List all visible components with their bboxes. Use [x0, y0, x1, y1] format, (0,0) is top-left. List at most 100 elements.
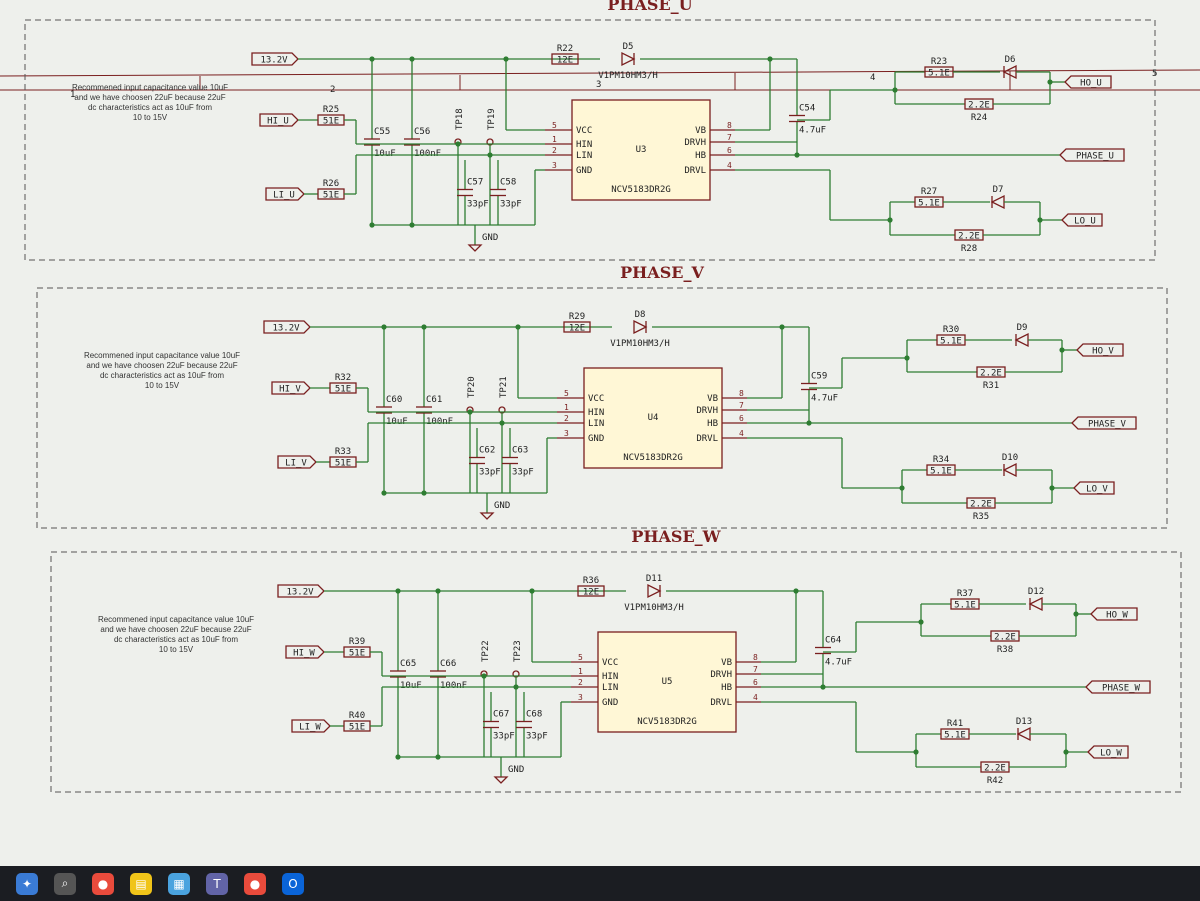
pin-name: VCC — [576, 126, 592, 136]
resistor-value: 2.2E — [968, 101, 990, 111]
capacitor-ref: C62 — [479, 446, 495, 456]
junction-dot — [892, 87, 898, 93]
search-icon[interactable]: ⌕ — [54, 872, 76, 895]
design-note: 10 to 15V — [145, 381, 180, 390]
junction-dot — [481, 673, 487, 679]
outlook-icon[interactable]: O — [282, 872, 304, 895]
net-li-flag — [265, 187, 305, 201]
pin-number: 8 — [753, 653, 758, 662]
pin-name: VB — [721, 658, 732, 668]
net-phase-flag — [1071, 416, 1137, 430]
capacitor-ref: C57 — [467, 178, 483, 188]
gate-driver-ic — [597, 631, 737, 733]
diode-part: V1PM10HM3/H — [610, 339, 670, 349]
design-note: dc characteristics act as 10uF from — [100, 371, 224, 380]
resistor-body — [551, 53, 579, 65]
net-lo-flag — [1073, 481, 1115, 495]
phase-frame — [36, 287, 1168, 529]
junction-dot — [904, 355, 910, 361]
diode-body — [1028, 596, 1043, 612]
supply-13v2-flag — [251, 52, 299, 66]
calendar-icon[interactable]: ▦ — [168, 872, 190, 895]
net-li: LI_V — [285, 459, 307, 469]
diode-body — [1002, 462, 1017, 478]
net-li: LI_U — [273, 191, 295, 201]
resistor-value: 5.1E — [930, 467, 952, 477]
phase-frame — [24, 19, 1156, 261]
supply-13v2: 13.2V — [260, 56, 288, 66]
teams-icon[interactable]: T — [206, 872, 228, 895]
capacitor-ref: C66 — [440, 659, 456, 669]
resistor-ref: R27 — [921, 187, 937, 197]
test-point-ref: TP21 — [499, 376, 509, 398]
chrome-icon[interactable]: ● — [92, 872, 114, 895]
resistor-value: 51E — [349, 649, 365, 659]
capacitor-value: 10uF — [386, 417, 408, 427]
junction-dot — [499, 420, 505, 426]
gnd-label: GND — [482, 233, 498, 243]
resistor-ref: R30 — [943, 325, 959, 335]
start-icon[interactable]: ✦ — [16, 872, 38, 895]
border-col-2: 2 — [330, 85, 335, 95]
gate-driver-ic — [583, 367, 723, 469]
pin-number: 3 — [564, 429, 569, 438]
diode-ref: D6 — [1005, 55, 1016, 65]
supply-13v2-flag — [263, 320, 311, 334]
net-hi: HI_W — [293, 649, 315, 659]
junction-dot — [513, 684, 519, 690]
resistor-value: 5.1E — [928, 69, 950, 79]
pin-number: 8 — [739, 389, 744, 398]
junction-dot — [409, 56, 415, 62]
net-ho: HO_U — [1080, 79, 1102, 89]
junction-dot — [1059, 347, 1065, 353]
resistor-ref: R29 — [569, 312, 585, 322]
pin-number: 3 — [552, 161, 557, 170]
pin-name: GND — [588, 434, 604, 444]
junction-dot — [887, 217, 893, 223]
resistor-value: 5.1E — [940, 337, 962, 347]
resistor-ref: R38 — [997, 645, 1013, 655]
pin-number: 6 — [739, 414, 744, 423]
capacitor-ref: C63 — [512, 446, 528, 456]
chrome-app-icon[interactable]: ● — [244, 872, 266, 895]
pin-number: 4 — [739, 429, 744, 438]
capacitor-ref: C61 — [426, 395, 442, 405]
capacitor-value: 100nF — [414, 149, 441, 159]
gate-driver-ic — [571, 99, 711, 201]
capacitor-ref: C56 — [414, 127, 430, 137]
capacitor-value: 33pF — [467, 200, 489, 210]
junction-dot — [820, 684, 826, 690]
diode-gap — [626, 584, 666, 598]
pin-number: 2 — [564, 414, 569, 423]
pin-name: LIN — [576, 151, 592, 161]
net-li-flag — [291, 719, 331, 733]
supply-13v2: 13.2V — [272, 324, 300, 334]
pin-name: DRVL — [710, 698, 732, 708]
pin-number: 2 — [552, 146, 557, 155]
sheet-border: 1 2 3 4 5 — [0, 69, 1200, 100]
diode-ref: D8 — [635, 310, 646, 320]
pin-name: LIN — [602, 683, 618, 693]
junction-dot — [421, 324, 427, 330]
pin-name: GND — [576, 166, 592, 176]
diode-gap — [612, 320, 652, 334]
junction-dot — [369, 222, 375, 228]
file-explorer-icon[interactable]: ▤ — [130, 872, 152, 895]
net-hi-flag — [259, 113, 299, 127]
junction-dot — [1047, 79, 1053, 85]
pin-number: 7 — [739, 401, 744, 410]
pin-name: GND — [602, 698, 618, 708]
junction-dot — [435, 588, 441, 594]
design-note: and we have choosen 22uF because 22uF — [74, 93, 225, 102]
diode-part: V1PM10HM3/H — [598, 71, 658, 81]
diode-gap — [600, 52, 640, 66]
pin-name: HB — [695, 151, 706, 161]
junction-dot — [487, 152, 493, 158]
capacitor-value: 33pF — [526, 732, 548, 742]
design-note: Recommened input capacitance value 10uF — [72, 83, 228, 92]
resistor-value: 2.2E — [958, 232, 980, 242]
ic-part: NCV5183DR2G — [611, 185, 671, 195]
capacitor-ref: C55 — [374, 127, 390, 137]
